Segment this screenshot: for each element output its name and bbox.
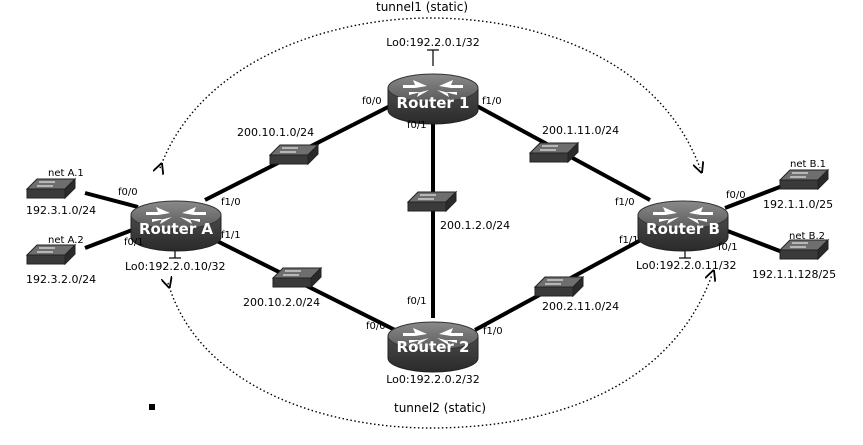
switch-r1-r2[interactable] [406,190,458,213]
switch-ra-r1[interactable] [268,143,320,166]
tunnel2-arc [168,275,712,429]
switch-arrows-icon [790,172,808,178]
r1-loopback: Lo0:192.2.0.1/32 [386,36,480,49]
switch-r1-rb[interactable] [528,141,580,164]
switch-net-a1[interactable] [25,177,77,200]
net-b2-name: net B.2 [789,231,825,242]
router-r2[interactable]: Router 2 [387,321,479,373]
switch-ra-r2[interactable] [271,266,323,289]
r2-if-f10: f1/0 [483,326,503,337]
ra-loopback: Lo0:192.2.0.10/32 [125,260,226,273]
switch-arrows-icon [545,279,563,285]
link-r1-rb-label: 200.1.11.0/24 [542,124,619,137]
switch-arrows-icon [37,181,55,187]
r1-if-f00: f0/0 [362,96,382,107]
net-b1-subnet: 192.1.1.0/25 [763,198,833,211]
switch-net-b1[interactable] [778,168,830,191]
rb-if-f00: f0/0 [726,190,746,201]
net-a2-name: net A.2 [48,235,84,246]
router-r1[interactable]: Router 1 [387,73,479,125]
router-ra-name: Router A [139,220,213,238]
router-arrows-icon [403,80,463,97]
r2-loopback: Lo0:192.2.0.2/32 [386,373,480,386]
switch-arrows-icon [283,270,301,276]
marker-square [149,404,155,410]
router-layer: Router 1 Router 2 Router A Router B [130,73,729,373]
link-r2-rb-label: 200.2.11.0/24 [542,300,619,313]
switch-arrows-icon [280,147,298,153]
link-ra-r2-label: 200.10.2.0/24 [243,296,320,309]
switch-arrows-icon [418,194,436,200]
link-r1-r2-label: 200.1.2.0/24 [440,219,510,232]
link-ra-r1-label: 200.10.1.0/24 [237,126,314,139]
tunnel1-arc [160,17,700,168]
router-rb-name: Router B [646,220,720,238]
net-a1-name: net A.1 [48,168,84,179]
switch-arrows-icon [540,145,558,151]
switch-arrows-icon [790,242,808,248]
link-ra-neta1 [84,191,139,209]
tunnel1-label: tunnel1 (static) [376,0,468,14]
switch-net-a2[interactable] [25,243,77,266]
ra-if-f00: f0/0 [118,187,138,198]
r1-if-f01: f0/1 [407,120,427,131]
router-r1-name: Router 1 [397,94,470,112]
switch-r2-rb[interactable] [533,275,585,298]
link-rb-netb2 [724,228,786,255]
router-r2-name: Router 2 [397,338,470,356]
net-a1-subnet: 192.3.1.0/24 [26,204,96,217]
router-arrows-icon [146,207,206,224]
router-arrows-icon [653,207,713,224]
rb-loopback: Lo0:192.2.0.11/32 [636,259,737,272]
switch-layer [25,141,830,298]
rb-if-f11: f1/1 [619,235,639,246]
router-ra[interactable]: Router A [130,200,222,252]
net-a2-subnet: 192.3.2.0/24 [26,273,96,286]
rb-if-f10: f1/0 [615,197,635,208]
switch-net-b2[interactable] [778,238,830,261]
ra-if-f11: f1/1 [221,230,241,241]
net-b1-name: net B.1 [790,159,826,170]
ra-if-f10: f1/0 [221,197,241,208]
ra-if-f01: f0/1 [124,237,144,248]
net-b2-subnet: 192.1.1.128/25 [752,268,836,281]
router-rb[interactable]: Router B [637,200,729,252]
rb-if-f01: f0/1 [718,242,738,253]
tunnel2-label: tunnel2 (static) [394,401,486,415]
router-arrows-icon [403,328,463,345]
switch-arrows-icon [37,247,55,253]
r2-if-f01: f0/1 [407,296,427,307]
link-rb-netb1 [724,183,786,210]
r1-if-f10: f1/0 [482,96,502,107]
r2-if-f00: f0/0 [366,321,386,332]
